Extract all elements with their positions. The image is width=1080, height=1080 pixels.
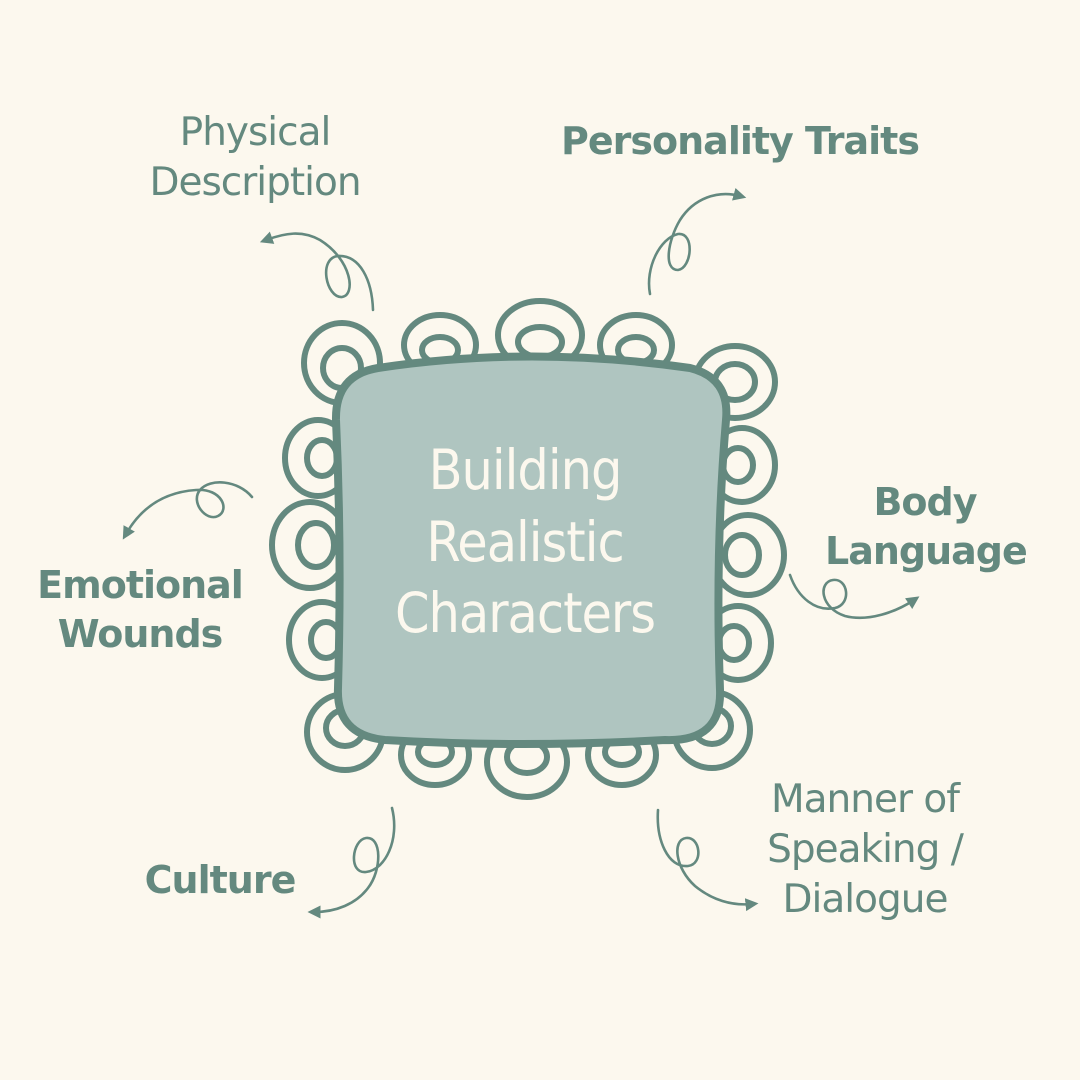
label-line: Speaking / xyxy=(767,826,964,872)
label-emotional-wounds: Emotional Wounds xyxy=(20,561,260,658)
label-line: Manner of xyxy=(771,777,960,822)
scallop-left-2 xyxy=(269,499,351,591)
scallop-right-2 xyxy=(709,512,787,598)
label-personality-traits: Personality Traits xyxy=(555,117,925,166)
label-line: Emotional xyxy=(37,563,244,607)
center-node xyxy=(331,352,731,748)
label-line: Culture xyxy=(144,858,297,902)
label-line: Physical xyxy=(179,110,332,155)
arrow-physical-description xyxy=(259,231,375,312)
center-title: Building Realistic Characters xyxy=(355,435,695,650)
label-line: Personality Traits xyxy=(561,119,920,163)
arrow-culture xyxy=(307,806,396,919)
label-line: Wounds xyxy=(57,611,224,656)
label-manner-of-speaking: Manner of Speaking / Dialogue xyxy=(745,775,985,925)
arrow-emotional-wounds xyxy=(122,481,254,540)
center-title-line: Realistic xyxy=(426,509,624,574)
label-line: Description xyxy=(149,159,361,205)
label-physical-description: Physical Description xyxy=(135,108,375,208)
label-line: Language xyxy=(825,528,1028,573)
arrow-personality-traits xyxy=(647,188,747,296)
arrow-body-language xyxy=(788,573,920,620)
label-line: Dialogue xyxy=(782,876,949,922)
center-title-line: Characters xyxy=(394,581,656,645)
center-title-line: Building xyxy=(428,438,623,502)
label-line: Body xyxy=(873,480,977,524)
label-body-language: Body Language xyxy=(825,478,1028,575)
arrow-manner-of-speaking xyxy=(656,808,759,912)
label-culture: Culture xyxy=(120,856,320,905)
